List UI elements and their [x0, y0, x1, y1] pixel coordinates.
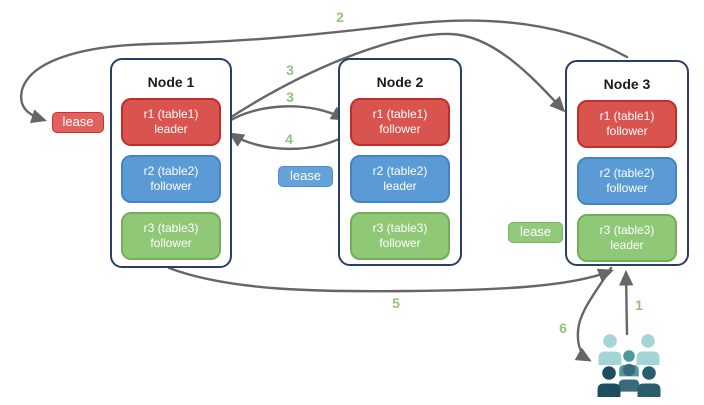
person-icon [636, 334, 660, 365]
replica-role: follower [150, 236, 192, 250]
replica-name: r2 (table2) [599, 166, 655, 180]
replica-role: follower [379, 236, 421, 250]
person-icon [597, 366, 621, 397]
lease-badge-r1: lease [52, 112, 104, 133]
replica-role: leader [610, 238, 644, 252]
step-label-3-upper: 3 [286, 62, 294, 78]
node-3-replica-r2: r2 (table2) follower [577, 157, 677, 205]
node-2-replica-r3: r3 (table3) follower [350, 212, 450, 260]
arrow-step3-to-node3 [223, 32, 566, 123]
arrow-step6 [574, 266, 613, 362]
replica-role: follower [606, 124, 648, 138]
step-label-4: 4 [285, 131, 293, 147]
node-3-title: Node 3 [603, 76, 651, 92]
node-3-replica-r3: r3 (table3) leader [577, 214, 677, 262]
replica-role: follower [150, 179, 192, 193]
arrow-step2 [19, 19, 629, 124]
step-label-5: 5 [392, 295, 400, 311]
lease-badge-r2: lease [278, 166, 333, 187]
arrow-step1 [619, 269, 634, 336]
node-1-replica-r3: r3 (table3) follower [121, 212, 221, 260]
replica-name: r1 (table1) [599, 109, 655, 123]
step-label-2: 2 [336, 9, 344, 25]
node-2-title: Node 2 [376, 74, 424, 90]
replica-name: r3 (table3) [143, 221, 199, 235]
node-3: Node 3 r1 (table1) follower r2 (table2) … [565, 60, 689, 266]
node-3-replica-r1: r1 (table1) follower [577, 100, 677, 148]
node-2-replica-r1: r1 (table1) follower [350, 98, 450, 146]
step-label-6: 6 [559, 320, 567, 336]
replica-name: r2 (table2) [372, 164, 428, 178]
person-icon [598, 334, 622, 365]
replica-role: follower [606, 181, 648, 195]
node-1-title: Node 1 [147, 74, 195, 90]
replica-role: leader [383, 179, 417, 193]
node-1-replica-r1: r1 (table1) leader [121, 98, 221, 146]
person-icon [637, 366, 661, 397]
replica-name: r2 (table2) [143, 164, 199, 178]
lease-badge-r3: lease [508, 222, 563, 243]
node-2-replica-r2: r2 (table2) leader [350, 155, 450, 203]
arrow-step3-to-node2 [224, 105, 347, 125]
node-2: Node 2 r1 (table1) follower r2 (table2) … [338, 58, 462, 266]
replica-name: r3 (table3) [372, 221, 428, 235]
replica-name: r1 (table1) [372, 107, 428, 121]
replica-name: r3 (table3) [599, 223, 655, 237]
replica-name: r1 (table1) [143, 107, 199, 121]
arrow-step5 [167, 266, 614, 293]
step-label-3-lower: 3 [286, 89, 294, 105]
node-1-replica-r2: r2 (table2) follower [121, 155, 221, 203]
users-group-icon [597, 334, 661, 397]
arrow-step4 [228, 131, 352, 151]
node-1: Node 1 r1 (table1) leader r2 (table2) fo… [110, 58, 232, 268]
step-label-1: 1 [635, 297, 643, 313]
replica-role: follower [379, 122, 421, 136]
replica-role: leader [154, 122, 188, 136]
